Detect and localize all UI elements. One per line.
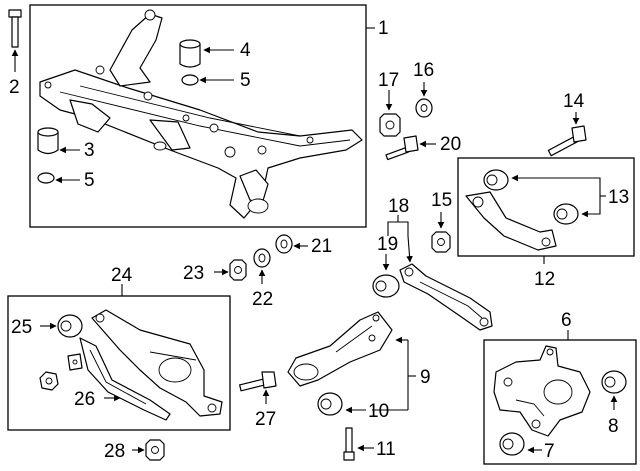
knuckle-group: 6 8 7 (483, 310, 637, 465)
crossmember-group: 1 4 5 3 5 (29, 4, 389, 228)
callout-14: 14 (563, 91, 585, 112)
callout-6: 6 (561, 310, 572, 331)
bolt-27-part[interactable] (239, 371, 277, 392)
callout-15: 15 (431, 190, 452, 211)
callout-26: 26 (74, 389, 95, 410)
callout-2: 2 (9, 77, 20, 98)
callout-18: 18 (388, 196, 409, 217)
bolt-11-part[interactable] (343, 427, 355, 461)
trailing-arm-part[interactable] (287, 311, 393, 387)
lower-arm-box (7, 295, 231, 431)
upper-arm-bushing-a[interactable] (483, 169, 509, 191)
callout-7: 7 (544, 441, 555, 462)
upper-arm-group: 13 12 (457, 157, 635, 290)
knuckle-part[interactable] (493, 345, 591, 437)
callout-3: 3 (84, 140, 95, 161)
callout-19: 19 (377, 234, 398, 255)
bolt-14-part[interactable] (547, 125, 587, 157)
callout-22: 22 (252, 289, 273, 310)
small-bracket-part[interactable] (67, 353, 83, 371)
callout-5-upper: 5 (240, 70, 251, 91)
crossmember-part[interactable] (39, 9, 363, 219)
callout-25: 25 (11, 317, 32, 338)
washer-21-part[interactable] (275, 234, 293, 254)
nut-23-part[interactable] (229, 259, 247, 281)
washer-16-part[interactable] (415, 98, 433, 118)
callout-11: 11 (376, 439, 396, 460)
bushing-10-part[interactable] (317, 392, 343, 416)
bushing-8-part[interactable] (601, 370, 627, 394)
upper-arm-part[interactable] (465, 191, 557, 251)
nut-17-part[interactable] (379, 113, 401, 137)
callout-13: 13 (608, 187, 629, 208)
lower-arm-group: 24 25 26 (7, 265, 231, 431)
washer-22-part[interactable] (253, 248, 271, 268)
lower-arm-part[interactable] (91, 309, 223, 417)
lower-bushing-part[interactable] (37, 127, 59, 155)
lower-washer-part[interactable] (37, 172, 55, 184)
callout-27: 27 (255, 409, 276, 430)
callout-1: 1 (378, 18, 389, 39)
callout-20: 20 (440, 134, 461, 155)
upper-arm-box (457, 157, 635, 257)
stabilizer-bracket-part[interactable] (79, 337, 171, 421)
callout-28: 28 (104, 441, 125, 462)
callout-23: 23 (183, 263, 204, 284)
upper-bushing-part[interactable] (179, 39, 201, 68)
callout-5-lower: 5 (84, 170, 95, 191)
callout-16: 16 (413, 60, 434, 81)
callout-17: 17 (378, 70, 399, 91)
upper-arm-bushing-b[interactable] (553, 203, 579, 225)
bushing-19-part[interactable] (372, 274, 400, 298)
callout-12: 12 (534, 269, 555, 290)
callout-9: 9 (420, 367, 431, 388)
callout-8: 8 (608, 416, 619, 437)
callout-4: 4 (240, 40, 251, 61)
bolt-2-part[interactable] (8, 9, 22, 48)
nut-15-part[interactable] (431, 231, 451, 253)
lower-control-arm-part[interactable] (399, 263, 493, 331)
nut-28-part[interactable] (145, 439, 165, 461)
knuckle-box (483, 339, 637, 465)
callout-24: 24 (111, 265, 133, 286)
upper-washer-part[interactable] (181, 74, 199, 86)
callout-10: 10 (368, 401, 389, 422)
crossmember-box (29, 4, 367, 228)
callout-21: 21 (311, 236, 332, 257)
bushing-25-part[interactable] (57, 314, 83, 338)
bolt-head-part[interactable] (39, 371, 59, 391)
bushing-7-part[interactable] (499, 432, 525, 456)
bolt-20-part[interactable] (385, 135, 419, 161)
